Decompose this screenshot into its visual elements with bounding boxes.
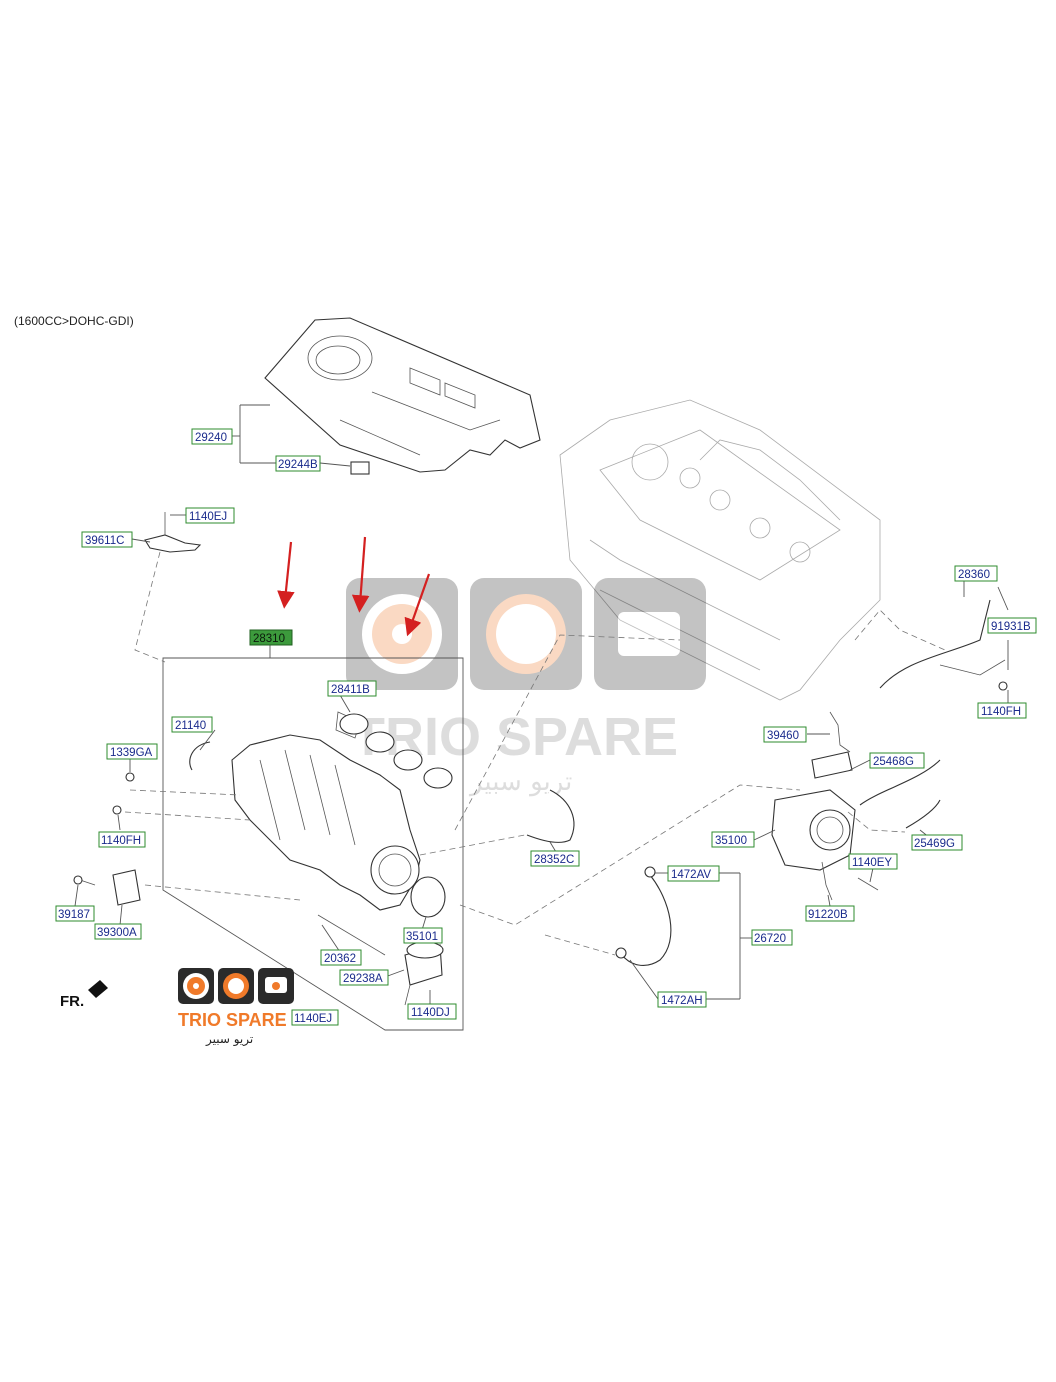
pipe-28360: [879, 599, 1008, 691]
callout-28352C[interactable]: 28352C: [530, 850, 580, 867]
hose-26720: [621, 874, 672, 966]
callout-25469G[interactable]: 25469G: [911, 834, 963, 851]
red-arrows: [277, 536, 431, 637]
svg-text:1140EJ: 1140EJ: [189, 511, 227, 523]
svg-text:28310: 28310: [253, 633, 285, 645]
rod-20362: [317, 914, 386, 956]
assembly-box: [162, 657, 464, 1031]
callout-1472AV[interactable]: 1472AV: [667, 865, 720, 882]
callout-1140EY[interactable]: 1140EY: [848, 853, 898, 870]
callout-91220B[interactable]: 91220B: [805, 905, 855, 922]
svg-text:26720: 26720: [754, 933, 786, 945]
hose-25468G: [859, 759, 941, 806]
gasket-28411B: [335, 711, 453, 789]
svg-text:29244B: 29244B: [278, 459, 318, 471]
svg-text:1140FH: 1140FH: [981, 706, 1021, 718]
svg-text:35100: 35100: [715, 835, 747, 847]
callout-91931B[interactable]: 91931B: [987, 617, 1037, 634]
watermark-brand-arabic: تريو سبير: [468, 767, 572, 797]
svg-text:1140EY: 1140EY: [852, 857, 892, 869]
callout-29244B[interactable]: 29244B: [275, 455, 321, 472]
small-brand: TRIO SPARE: [178, 1010, 287, 1030]
bolt-1140EY: [857, 877, 879, 891]
front-arrow-icon: [88, 980, 108, 998]
callout-39187[interactable]: 39187: [55, 905, 95, 922]
svg-text:1339GA: 1339GA: [110, 747, 153, 759]
bracket-39611C: [144, 534, 202, 553]
small-brand-arabic: تريو سبير: [205, 1032, 253, 1047]
bracket-91220B: [821, 861, 833, 901]
callout-1140FH-right[interactable]: 1140FH: [977, 702, 1027, 719]
callout-39611C[interactable]: 39611C: [81, 531, 133, 548]
hose-25469G: [905, 799, 941, 829]
svg-text:39611C: 39611C: [85, 535, 124, 547]
hose-21140: [189, 741, 211, 771]
svg-text:25468G: 25468G: [873, 756, 914, 768]
svg-text:28411B: 28411B: [331, 684, 370, 696]
oring-35101: [410, 876, 446, 918]
svg-text:91931B: 91931B: [991, 621, 1031, 633]
hose-28352C: [526, 789, 575, 844]
svg-text:35101: 35101: [406, 931, 438, 943]
callout-1339GA[interactable]: 1339GA: [106, 743, 158, 760]
svg-text:25469G: 25469G: [914, 838, 955, 850]
callout-39300A[interactable]: 39300A: [94, 923, 142, 940]
callout-28360[interactable]: 28360: [954, 565, 998, 582]
bolts-left: [73, 772, 141, 906]
callout-1140DJ[interactable]: 1140DJ: [407, 1003, 457, 1020]
svg-text:1472AH: 1472AH: [661, 995, 703, 1007]
engine-label: (1600CC>DOHC-GDI): [14, 314, 134, 328]
callout-25468G[interactable]: 25468G: [869, 752, 925, 769]
svg-text:20362: 20362: [324, 953, 356, 965]
callout-1472AH[interactable]: 1472AH: [657, 991, 707, 1008]
watermark-logo-small: TRIO SPARE تريو سبير: [178, 968, 294, 1047]
leader-lines: [74, 404, 1009, 1005]
callout-1140EJ-bottom[interactable]: 1140EJ: [291, 1009, 339, 1026]
callout-28411B[interactable]: 28411B: [327, 680, 377, 697]
callout-39460[interactable]: 39460: [763, 726, 807, 743]
throttle-body: [771, 751, 856, 871]
callout-21140[interactable]: 21140: [171, 716, 213, 733]
callout-1140EJ-top[interactable]: 1140EJ: [185, 507, 235, 524]
svg-text:28352C: 28352C: [534, 854, 574, 866]
svg-text:39300A: 39300A: [97, 927, 137, 939]
bracket-39460: [829, 711, 851, 753]
watermark-logo-large: TRIO SPARE تريو سبير: [346, 578, 706, 797]
callout-26720[interactable]: 26720: [751, 929, 793, 946]
actuator-29238A: [404, 941, 444, 1006]
intake-manifold: [231, 734, 421, 911]
callout-29238A[interactable]: 29238A: [339, 969, 389, 986]
svg-text:29238A: 29238A: [343, 973, 383, 985]
svg-text:1140EJ: 1140EJ: [294, 1013, 332, 1025]
svg-text:29240: 29240: [195, 432, 227, 444]
front-marker: FR.: [60, 980, 108, 1010]
cap-29244B: [350, 461, 370, 475]
callout-28310[interactable]: 28310: [249, 629, 293, 646]
callout-35101[interactable]: 35101: [403, 927, 443, 944]
svg-text:1140FH: 1140FH: [101, 835, 141, 847]
svg-text:91220B: 91220B: [808, 909, 848, 921]
svg-text:28360: 28360: [958, 569, 990, 581]
svg-text:1140DJ: 1140DJ: [411, 1007, 450, 1019]
svg-text:39187: 39187: [58, 909, 90, 921]
svg-text:21140: 21140: [175, 720, 206, 732]
svg-text:39460: 39460: [767, 730, 799, 742]
svg-text:FR.: FR.: [60, 993, 84, 1010]
svg-text:1472AV: 1472AV: [671, 869, 711, 881]
callout-29240[interactable]: 29240: [191, 428, 233, 445]
callout-20362[interactable]: 20362: [320, 949, 362, 966]
callout-1140FH-left[interactable]: 1140FH: [98, 831, 146, 848]
engine-cover: [264, 317, 541, 473]
dashed-lines: [124, 551, 946, 956]
engine-block-outline: [559, 399, 881, 701]
callout-35100[interactable]: 35100: [711, 831, 755, 848]
